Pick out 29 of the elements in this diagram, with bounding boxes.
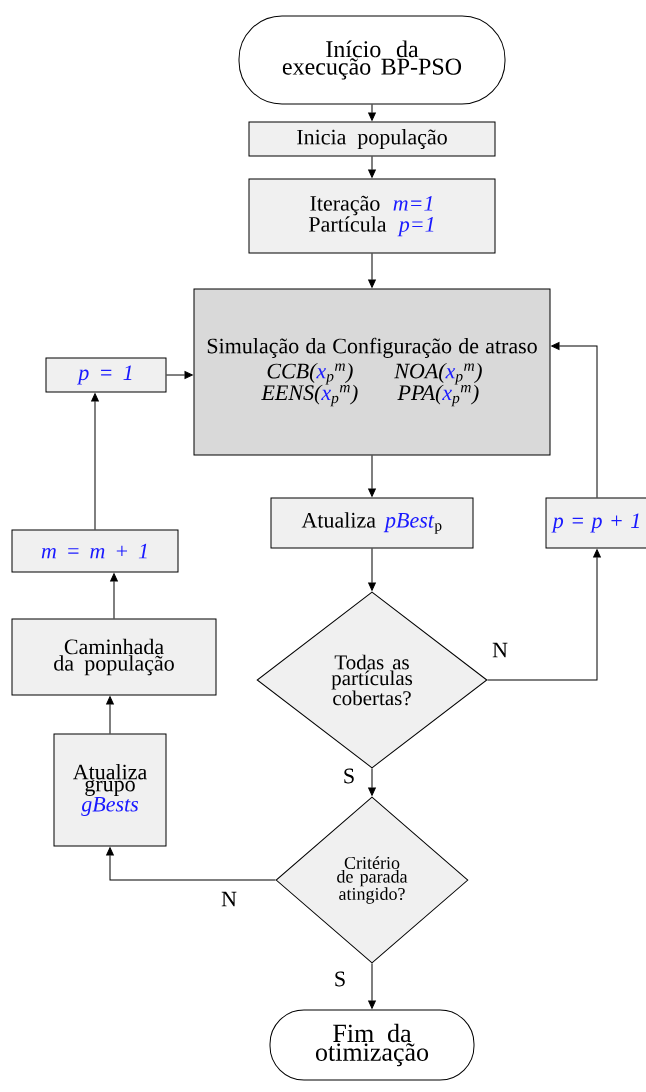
arrow <box>368 156 376 178</box>
edge-label: N <box>491 641 509 659</box>
process-box: p = 1 <box>45 357 167 393</box>
arrow <box>166 371 193 379</box>
edge-label: S <box>341 767 357 785</box>
arrow <box>368 104 376 121</box>
arrow <box>551 342 598 498</box>
arrow <box>368 455 376 497</box>
arrow <box>368 253 376 288</box>
start-terminal: Início da execução BP-PSO <box>238 15 506 105</box>
process-box: m = m + 1 <box>11 529 179 573</box>
edge-label: S <box>332 970 348 988</box>
process-box: Inicia população <box>248 121 496 157</box>
arrow <box>106 847 276 881</box>
arrow <box>110 573 118 619</box>
process-box: Caminhada da população <box>11 618 217 696</box>
arrow <box>368 963 376 1009</box>
process-box: Atualiza grupo gBests <box>53 733 167 847</box>
edge-label: N <box>220 890 238 908</box>
end-terminal: Fim da otimização <box>269 1009 475 1081</box>
arrow <box>487 549 601 681</box>
arrow <box>91 393 99 530</box>
process-box: p = p + 1 <box>545 497 646 549</box>
arrow <box>368 548 376 591</box>
arrow <box>106 696 114 734</box>
process-box: Simulação da Configuração de atraso CCB(x$_{p}$$^{m}$) NOA(x$_{p}$$^{m}$) EENS(x$_{p}$$^{m}$) PPA(x$_{p}$$^{m}$) <box>193 288 551 456</box>
process-box: Iteração m=1 Partícula p=1 <box>248 178 496 254</box>
process-box: Atualiza pBest$_{p}$ <box>270 497 474 549</box>
arrow <box>368 768 376 796</box>
